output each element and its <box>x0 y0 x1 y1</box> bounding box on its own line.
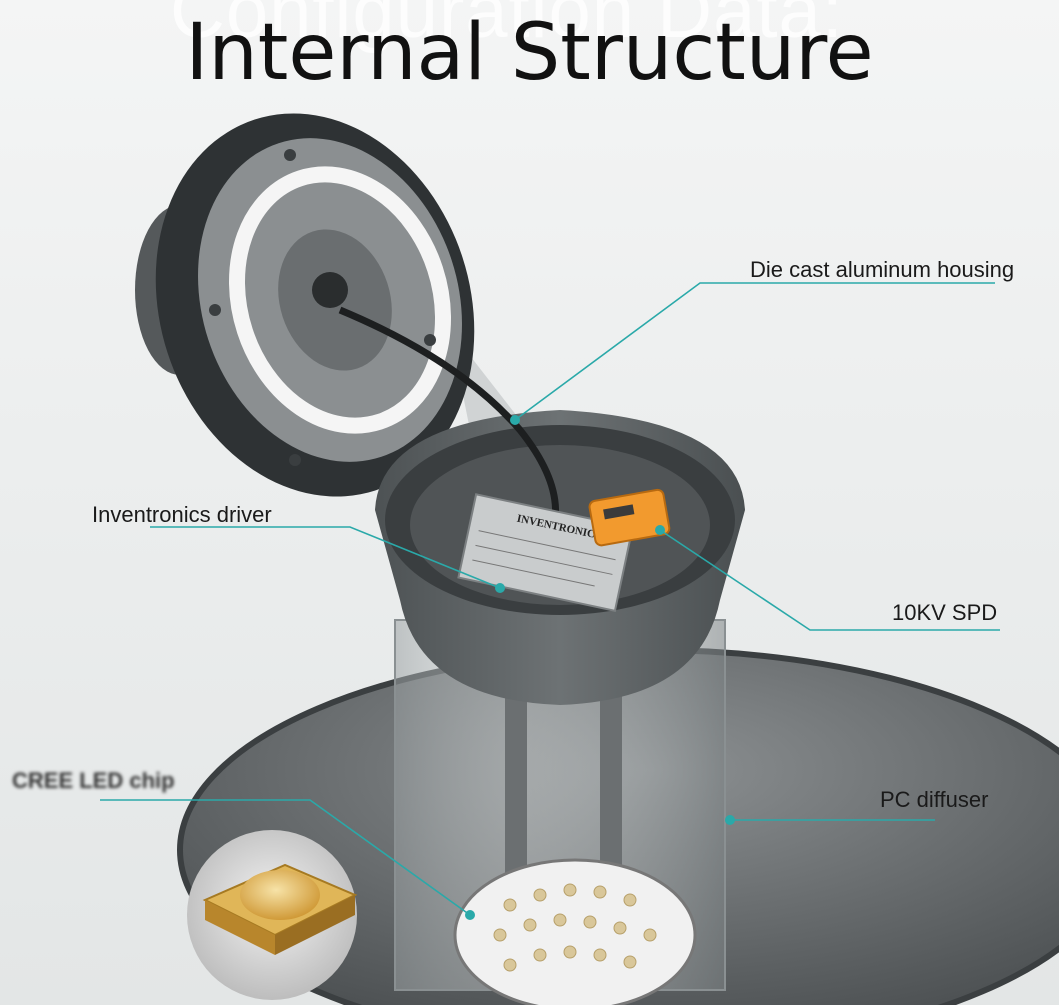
leader-housing <box>514 282 995 421</box>
spd-module <box>588 488 671 547</box>
led-chip-inset <box>187 830 358 1000</box>
label-led-chip: CREE LED chip <box>12 768 175 793</box>
background-ghost-title: Configuration Data: <box>170 0 844 54</box>
led-array <box>493 883 657 972</box>
leader-led-chip <box>100 799 471 916</box>
leader-driver <box>150 526 501 589</box>
label-driver: Inventronics driver <box>92 502 272 527</box>
label-diffuser: PC diffuser <box>880 787 989 812</box>
label-housing: Die cast aluminum housing <box>750 257 1015 282</box>
label-spd: 10KV SPD <box>892 600 998 625</box>
inventronics-driver-box: INVENTRONICS <box>457 493 634 612</box>
page-title: Internal Structure <box>185 8 874 98</box>
open-lid <box>135 113 475 497</box>
leader-dots <box>465 415 735 920</box>
leader-spd <box>659 529 1000 631</box>
leader-lines <box>100 282 1000 916</box>
led-board <box>453 858 697 1005</box>
